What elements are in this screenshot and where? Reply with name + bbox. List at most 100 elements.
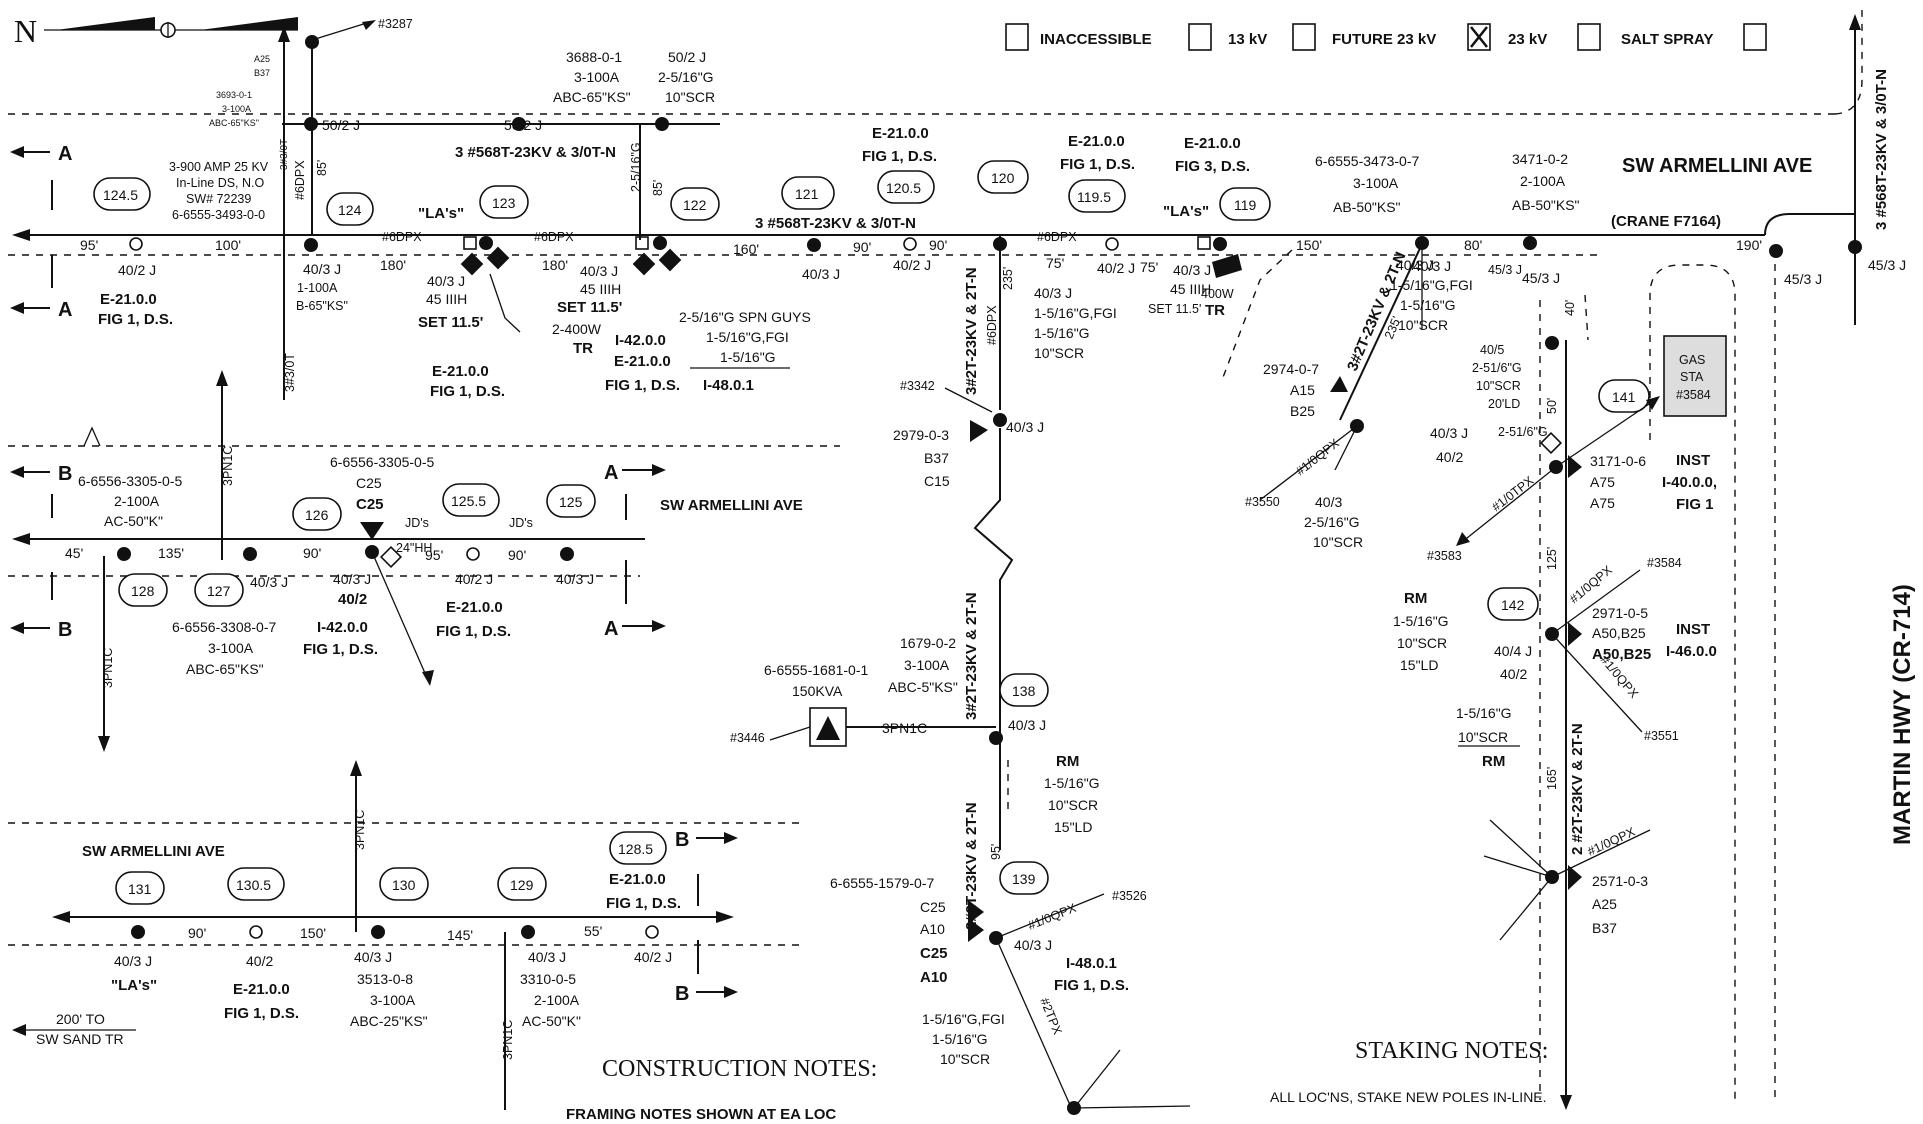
svg-text:90': 90' <box>853 239 871 255</box>
svg-text:3688-0-1: 3688-0-1 <box>566 49 622 65</box>
svg-text:3513-0-8: 3513-0-8 <box>357 971 413 987</box>
svg-text:90': 90' <box>303 545 321 561</box>
svg-text:165': 165' <box>1545 767 1559 790</box>
svg-text:3-100A: 3-100A <box>904 657 950 673</box>
svg-text:JD's: JD's <box>509 516 533 530</box>
svg-text:AC-50"K": AC-50"K" <box>104 513 163 529</box>
svg-text:B: B <box>675 829 689 851</box>
street-label-bottom: SW ARMELLINI AVE <box>82 843 225 860</box>
svg-text:RM: RM <box>1482 753 1505 770</box>
svg-text:124.5: 124.5 <box>103 187 138 203</box>
svg-text:FIG 1, D.S.: FIG 1, D.S. <box>430 383 505 400</box>
svg-text:10"SCR: 10"SCR <box>1458 729 1508 745</box>
svg-text:1-5/16"G,FGI: 1-5/16"G,FGI <box>1034 305 1117 321</box>
svg-text:TR: TR <box>573 340 593 357</box>
svg-text:FIG 1, D.S.: FIG 1, D.S. <box>1060 156 1135 173</box>
svg-text:121: 121 <box>795 186 819 202</box>
svg-text:10"SCR: 10"SCR <box>1398 317 1448 333</box>
svg-text:#6DPX: #6DPX <box>1037 230 1077 244</box>
svg-text:3310-0-5: 3310-0-5 <box>520 971 576 987</box>
svg-text:10"SCR: 10"SCR <box>665 89 715 105</box>
svg-text:50/2 J: 50/2 J <box>668 49 706 65</box>
svg-text:3PN1C: 3PN1C <box>101 648 115 688</box>
svg-text:#3551: #3551 <box>1644 729 1679 743</box>
svg-text:FIG 1, D.S.: FIG 1, D.S. <box>605 377 680 394</box>
svg-text:#3526: #3526 <box>1112 889 1147 903</box>
legend-label-23kv: 23 kV <box>1508 31 1547 48</box>
svg-text:40/3 J: 40/3 J <box>556 571 594 587</box>
station-bubbles-top: 124.5 124 123 122 121 120.5 120 119.5 11… <box>93 160 1271 226</box>
staking-note-1: ALL LOC'NS, STAKE NEW POLES IN-LINE. <box>1270 1089 1547 1105</box>
svg-text:6-6555-3473-0-7: 6-6555-3473-0-7 <box>1315 153 1420 169</box>
svg-text:40/3 J: 40/3 J <box>1006 419 1044 435</box>
svg-text:AB-50"KS": AB-50"KS" <box>1512 197 1580 213</box>
svg-text:45/3 J: 45/3 J <box>1488 263 1522 277</box>
svg-text:125: 125 <box>559 494 583 510</box>
svg-text:80': 80' <box>1464 237 1482 253</box>
north-arrow-icon <box>44 17 298 38</box>
legend-box-inaccessible[interactable] <box>1005 23 1029 51</box>
north-label: N <box>14 13 37 49</box>
svg-text:#6DPX: #6DPX <box>382 230 422 244</box>
svg-text:120.5: 120.5 <box>886 180 921 196</box>
svg-text:6-6555-1681-0-1: 6-6555-1681-0-1 <box>764 662 869 678</box>
svg-text:40/3 J: 40/3 J <box>250 574 288 590</box>
svg-text:160': 160' <box>733 241 759 257</box>
svg-text:1-5/16"G,FGI: 1-5/16"G,FGI <box>1390 277 1473 293</box>
highway-label: MARTIN HWY (CR-714) <box>1889 584 1916 845</box>
svg-text:127: 127 <box>207 583 231 599</box>
svg-text:FIG 3, D.S.: FIG 3, D.S. <box>1175 158 1250 175</box>
svg-text:A: A <box>58 299 72 321</box>
svg-text:STA: STA <box>1680 370 1704 384</box>
svg-text:200' TO: 200' TO <box>56 1011 105 1027</box>
svg-text:C25: C25 <box>920 945 948 962</box>
svg-text:E-21.0.0: E-21.0.0 <box>614 353 671 370</box>
svg-text:6-6556-3305-0-5: 6-6556-3305-0-5 <box>78 473 183 489</box>
svg-text:100': 100' <box>215 237 241 253</box>
svg-text:3PN1C: 3PN1C <box>221 446 235 486</box>
crane-label: (CRANE F7164) <box>1611 213 1721 230</box>
svg-text:SW SAND TR: SW SAND TR <box>36 1031 124 1047</box>
legend-box-13kv[interactable] <box>1188 23 1212 51</box>
svg-text:6-6556-3308-0-7: 6-6556-3308-0-7 <box>172 619 277 635</box>
svg-text:A: A <box>604 462 618 484</box>
svg-text:FIG 1, D.S.: FIG 1, D.S. <box>436 623 511 640</box>
svg-text:I-42.0.0: I-42.0.0 <box>615 332 666 349</box>
svg-text:15"LD: 15"LD <box>1054 819 1092 835</box>
svg-text:6-6555-1579-0-7: 6-6555-1579-0-7 <box>830 875 935 891</box>
legend-label-inaccessible: INACCESSIBLE <box>1040 31 1152 48</box>
legend-box-blank[interactable] <box>1743 23 1767 51</box>
switch-note-3: SW# 72239 <box>186 192 251 206</box>
svg-text:2-51/6"G: 2-51/6"G <box>1472 361 1522 375</box>
legend-box-salt-spray[interactable] <box>1577 23 1601 51</box>
section-a-left: A A <box>10 143 72 321</box>
svg-text:40/3 J: 40/3 J <box>1034 285 1072 301</box>
svg-text:AB-50"KS": AB-50"KS" <box>1333 199 1401 215</box>
svg-text:I-42.0.0: I-42.0.0 <box>317 619 368 636</box>
svg-text:ABC-65"KS": ABC-65"KS" <box>186 661 264 677</box>
svg-text:2-100A: 2-100A <box>1520 173 1566 189</box>
svg-text:75': 75' <box>1140 259 1158 275</box>
svg-text:AC-50"K": AC-50"K" <box>522 1013 581 1029</box>
svg-text:45/3 J: 45/3 J <box>1784 271 1822 287</box>
svg-text:400W: 400W <box>1201 287 1234 301</box>
svg-text:#3446: #3446 <box>730 731 765 745</box>
svg-text:125': 125' <box>1545 547 1559 570</box>
svg-text:RM: RM <box>1056 753 1079 770</box>
legend-box-future-23kv[interactable] <box>1292 23 1316 51</box>
main-label-right: 3 #568T-23KV & 3/0T-N <box>1873 69 1890 230</box>
svg-text:10"SCR: 10"SCR <box>940 1051 990 1067</box>
svg-text:E-21.0.0: E-21.0.0 <box>872 125 929 142</box>
svg-text:126: 126 <box>305 507 329 523</box>
svg-text:FIG 1, D.S.: FIG 1, D.S. <box>606 895 681 912</box>
svg-text:2571-0-3: 2571-0-3 <box>1592 873 1648 889</box>
svg-text:45/3 J: 45/3 J <box>1522 270 1560 286</box>
svg-text:40/2 J: 40/2 J <box>455 571 493 587</box>
svg-text:40/2: 40/2 <box>246 953 273 969</box>
svg-text:B-65"KS": B-65"KS" <box>296 299 348 313</box>
svg-text:3#3/0T: 3#3/0T <box>279 139 290 170</box>
svg-text:#1/0QPX: #1/0QPX <box>1567 563 1615 607</box>
street-label-mid: SW ARMELLINI AVE <box>660 497 803 514</box>
svg-text:E-21.0.0: E-21.0.0 <box>100 291 157 308</box>
